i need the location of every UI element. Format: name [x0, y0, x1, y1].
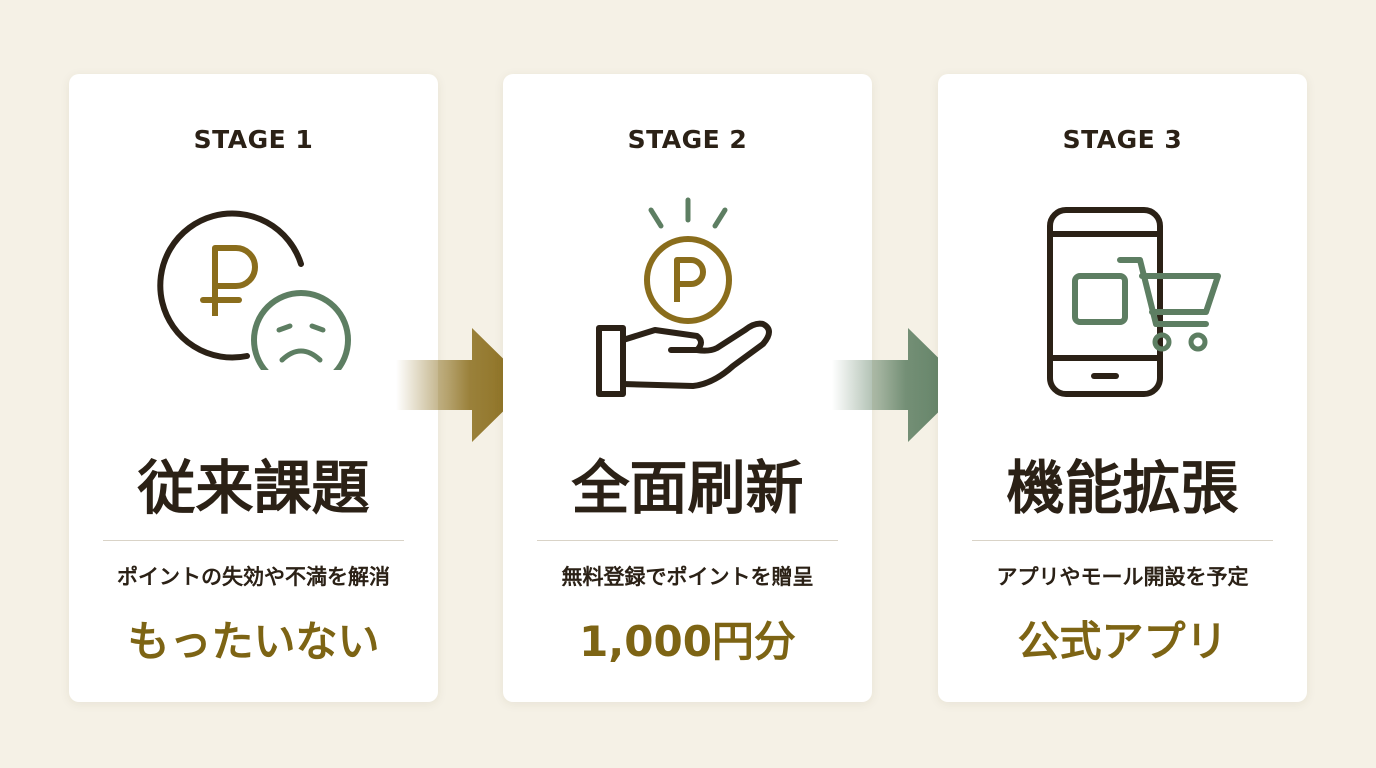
divider	[103, 540, 404, 541]
divider	[537, 540, 838, 541]
hand-giving-point-coin-icon	[596, 197, 772, 397]
stage-description: 無料登録でポイントを贈呈	[561, 565, 814, 589]
arrow-right-green-icon	[832, 328, 966, 442]
stage-label: STAGE 3	[1062, 125, 1183, 154]
sad-point-coin-icon	[157, 210, 351, 370]
stage-highlight: 1,000円分	[579, 617, 796, 666]
divider	[972, 540, 1273, 541]
stage-card-3: STAGE 3 機能拡張 アプリやモール開設を予定 公式アプリ	[938, 74, 1307, 702]
stage-title: 全面刷新	[571, 454, 804, 522]
arrow-right-gold-icon	[396, 328, 530, 442]
stage-card-2: STAGE 2 全面刷新 無料登録でポイントを贈呈 1,000円分	[503, 74, 872, 702]
smartphone-shopping-cart-icon	[1047, 207, 1221, 397]
stage-highlight: もったいない	[127, 617, 380, 666]
stage-description: アプリやモール開設を予定	[996, 565, 1249, 589]
stage-title: 従来課題	[137, 454, 370, 522]
stage-label: STAGE 1	[193, 125, 314, 154]
stage-title: 機能拡張	[1006, 454, 1239, 522]
stage-card-1: STAGE 1 従来課題 ポイントの失効や不満を解消 もったいない	[69, 74, 438, 702]
stage-label: STAGE 2	[627, 125, 748, 154]
stage-description: ポイントの失効や不満を解消	[117, 565, 390, 589]
stage-highlight: 公式アプリ	[1017, 617, 1228, 666]
